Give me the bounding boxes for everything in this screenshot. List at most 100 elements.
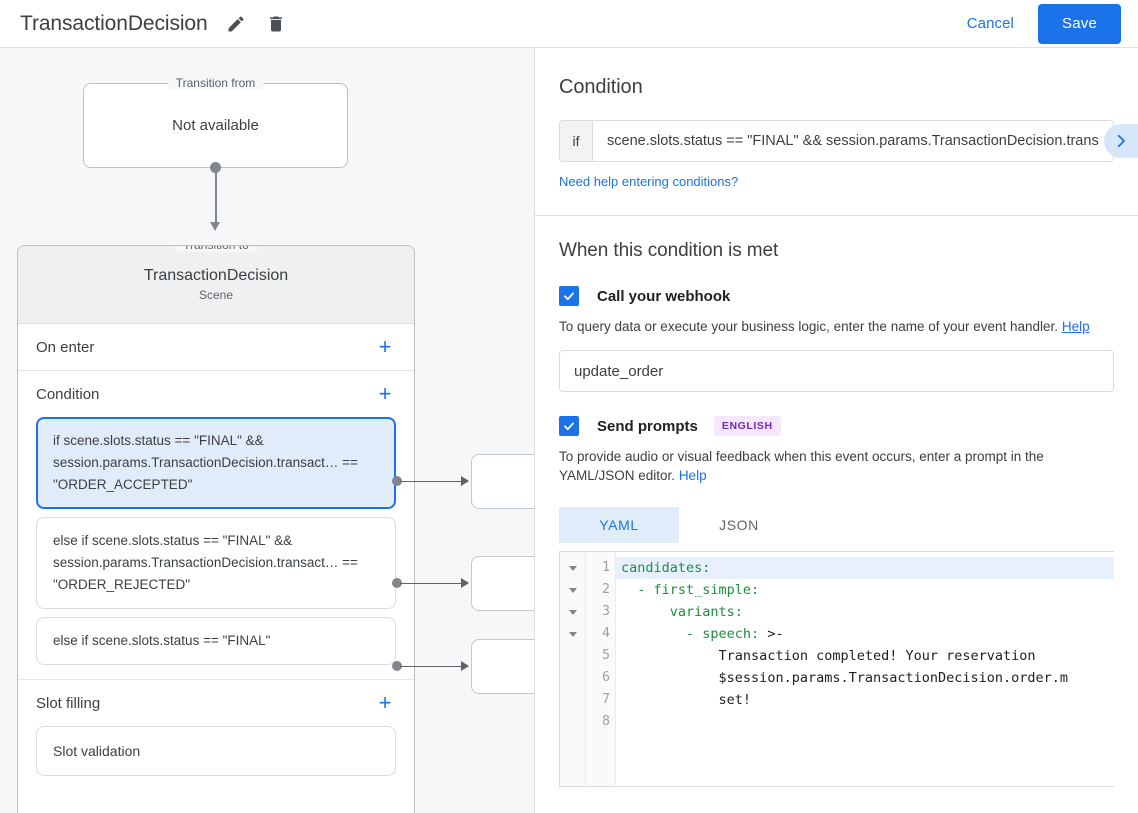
editor-line-number: 8 (602, 714, 610, 729)
tab-yaml[interactable]: YAML (559, 507, 679, 543)
editor-code-line[interactable]: variants: (669, 604, 743, 620)
webhook-checkbox-row[interactable]: Call your webhook (559, 286, 1114, 306)
section-title-slot-filling: Slot filling (36, 694, 101, 712)
fold-toggle-icon (560, 645, 585, 667)
when-met-section: When this condition is met Call your web… (535, 216, 1138, 787)
prompts-help-link[interactable]: Help (678, 468, 707, 483)
fold-toggle-icon (560, 667, 585, 689)
fold-toggle-icon[interactable] (560, 601, 585, 623)
webhook-checkbox[interactable] (559, 286, 579, 306)
target-node-stub[interactable] (471, 454, 534, 509)
editor-line-number: 7 (602, 692, 610, 707)
transition-from-node[interactable]: Transition from Not available (83, 76, 348, 168)
section-condition: Condition + if scene.slots.status == "FI… (18, 371, 414, 680)
webhook-description-text: To query data or execute your business l… (559, 319, 1059, 334)
condition-arrow-line (400, 665, 463, 667)
webhook-help-link[interactable]: Help (1061, 319, 1090, 334)
editor-code-line[interactable]: set! (718, 692, 752, 708)
fold-toggle-icon[interactable] (560, 623, 585, 645)
section-header-condition: Condition + (36, 371, 396, 417)
webhook-handler-input[interactable] (559, 350, 1114, 392)
editor-line-numbers: 1 2 3 4 5 6 7 8 (586, 552, 616, 786)
page-title: TransactionDecision (20, 11, 208, 35)
transition-from-legend: Transition from (167, 76, 264, 90)
editor-line-number: 2 (602, 582, 610, 597)
panel-title: Condition (559, 76, 643, 98)
editor-line-number: 4 (602, 626, 610, 641)
panel-top-section: Condition if Need help entering conditio… (535, 48, 1138, 191)
section-title-condition: Condition (36, 385, 100, 403)
editor-code-line[interactable] (616, 711, 1114, 733)
fold-toggle-icon (560, 689, 585, 711)
section-on-enter: On enter + (18, 324, 414, 371)
section-title-on-enter: On enter (36, 338, 95, 356)
condition-expression-input[interactable] (593, 121, 1113, 161)
target-node-stub[interactable] (471, 639, 534, 694)
transition-from-value: Not available (172, 117, 259, 134)
slot-validation-card[interactable]: Slot validation (36, 726, 396, 776)
add-on-enter-button[interactable]: + (378, 334, 392, 359)
condition-detail-panel: Condition if Need help entering conditio… (534, 48, 1138, 813)
condition-output-dot (392, 476, 402, 486)
condition-arrow-line (400, 480, 463, 482)
editor-code-area[interactable]: candidates: - first_simple: variants: - … (616, 552, 1114, 786)
scene-type: Scene (198, 288, 234, 302)
add-slot-filling-button[interactable]: + (378, 690, 392, 715)
condition-arrow-head (461, 661, 469, 671)
editor-line-number: 5 (602, 648, 610, 663)
transition-to-legend: Transition to (175, 246, 257, 252)
prompt-code-editor[interactable]: 1 2 3 4 5 6 7 8 candidates: - first_simple: var… (559, 551, 1114, 787)
scene-graph-canvas[interactable]: Transition from Not available Transition… (0, 48, 534, 813)
target-node-stub[interactable] (471, 556, 534, 611)
webhook-checkbox-label: Call your webhook (597, 287, 731, 305)
panel-header: Condition (559, 48, 1114, 99)
editor-line-number: 1 (602, 560, 610, 575)
editor-code-line[interactable]: - speech: >- (686, 626, 784, 642)
scene-name: TransactionDecision (143, 267, 289, 284)
condition-arrow-line (400, 582, 463, 584)
section-header-on-enter: On enter + (36, 324, 396, 370)
connector-arrowhead (210, 222, 220, 231)
language-badge: ENGLISH (713, 416, 781, 436)
fold-toggle-icon[interactable] (560, 579, 585, 601)
tab-json[interactable]: JSON (719, 517, 759, 533)
prompts-checkbox-label: Send prompts (597, 417, 698, 435)
editor-line-number: 3 (602, 604, 610, 619)
prompts-description: To provide audio or visual feedback when… (559, 447, 1114, 485)
connector-dot (210, 162, 221, 173)
condition-output-dot (392, 661, 402, 671)
condition-arrow-head (461, 578, 469, 588)
condition-expression-row[interactable]: if (559, 120, 1114, 162)
editor-line-number: 6 (602, 670, 610, 685)
condition-help-link[interactable]: Need help entering conditions? (559, 174, 739, 189)
transition-to-node[interactable]: Transition to TransactionDecision Scene … (17, 245, 415, 813)
when-met-heading: When this condition is met (559, 240, 779, 261)
prompts-checkbox[interactable] (559, 416, 579, 436)
prompts-description-text: To provide audio or visual feedback when… (559, 449, 1044, 483)
fold-toggle-icon[interactable] (560, 557, 585, 579)
condition-card[interactable]: else if scene.slots.status == "FINAL" (36, 617, 396, 665)
pencil-icon[interactable] (224, 12, 248, 36)
section-slot-filling: Slot filling + Slot validation (18, 680, 414, 790)
condition-card[interactable]: else if scene.slots.status == "FINAL" &&… (36, 517, 396, 609)
editor-code-line[interactable]: candidates: (616, 557, 1114, 579)
save-button[interactable]: Save (1038, 3, 1121, 44)
editor-fold-gutter[interactable] (560, 552, 586, 786)
condition-if-prefix: if (560, 121, 593, 161)
editor-code-line[interactable]: Transaction completed! Your reservation (718, 648, 1036, 664)
editor-code-line[interactable]: $session.params.TransactionDecision.orde… (718, 670, 1069, 686)
add-condition-button[interactable]: + (378, 381, 392, 406)
webhook-description: To query data or execute your business l… (559, 317, 1114, 336)
condition-card-selected[interactable]: if scene.slots.status == "FINAL" && sess… (36, 417, 396, 509)
panel-divider (535, 215, 1138, 216)
trash-icon[interactable] (264, 12, 288, 36)
connector-line (215, 168, 217, 224)
editor-code-line[interactable]: - first_simple: (637, 582, 760, 598)
section-header-slot-filling: Slot filling + (36, 680, 396, 726)
top-bar: TransactionDecision Cancel Save (0, 0, 1138, 48)
cancel-button[interactable]: Cancel (955, 7, 1026, 40)
prompts-checkbox-row[interactable]: Send prompts ENGLISH (559, 416, 1114, 436)
editor-format-tabs: YAML JSON (559, 507, 1114, 543)
chevron-right-icon[interactable] (1104, 124, 1138, 158)
